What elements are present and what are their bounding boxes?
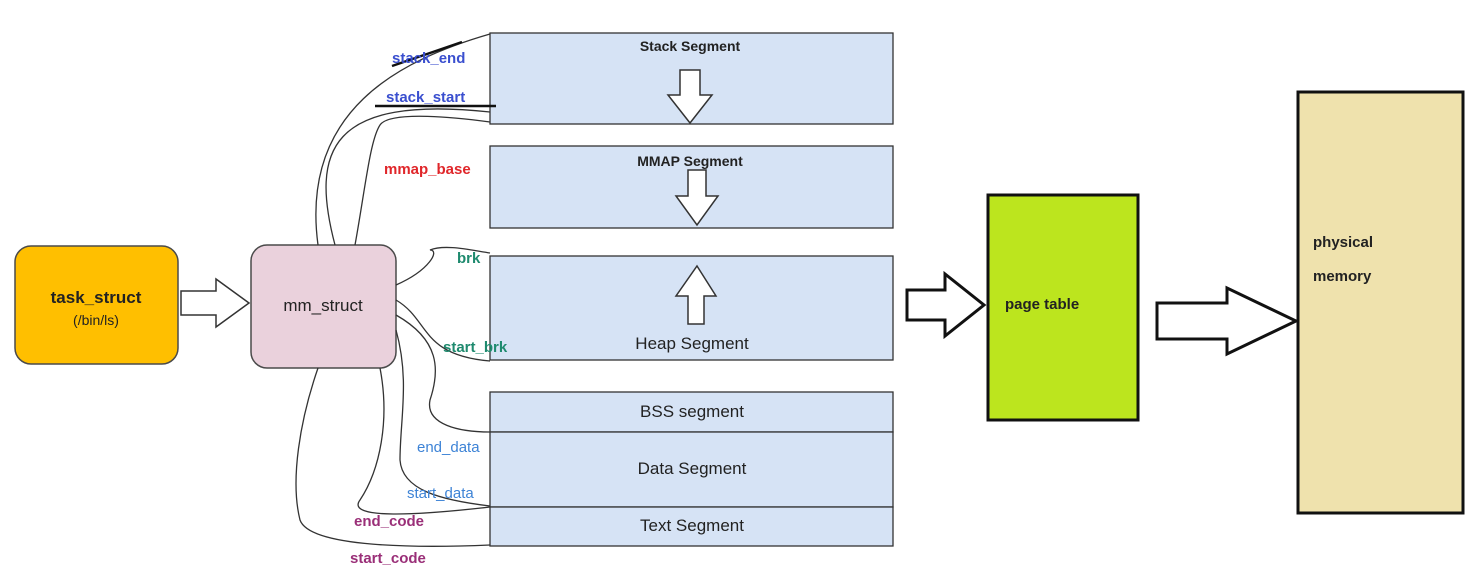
text-segment-label: Text Segment (640, 516, 744, 535)
mmap-down-arrow (674, 169, 720, 227)
connector-lines (295, 33, 491, 547)
connector-end-data (395, 314, 491, 433)
label-start-brk: start_brk (443, 339, 508, 356)
connector-mmap-base (354, 115, 491, 246)
stack-segment-label: Stack Segment (640, 38, 741, 54)
mm-struct-label: mm_struct (283, 296, 363, 315)
physical-memory-box: physical memory (1296, 90, 1465, 515)
label-start-data: start_data (407, 485, 474, 502)
label-brk: brk (457, 250, 481, 267)
data-segment-label: Data Segment (638, 459, 747, 478)
mm-struct-box: mm_struct (250, 244, 397, 369)
label-stack-start: stack_start (386, 89, 465, 106)
label-mmap-base: mmap_base (384, 161, 471, 178)
heap-segment-label: Heap Segment (635, 334, 749, 353)
connector-start-code (295, 367, 491, 547)
connector-brk (395, 246, 491, 286)
data-segment: Data Segment (489, 431, 894, 508)
label-start-code: start_code (350, 550, 426, 567)
connector-start-data (395, 329, 491, 507)
mmap-segment-label: MMAP Segment (637, 153, 743, 169)
connector-stack-start (325, 108, 491, 246)
stack-segment: Stack Segment (489, 32, 894, 125)
physical-memory-line2: memory (1313, 268, 1372, 285)
label-stack-end: stack_end (392, 50, 465, 67)
label-end-code: end_code (354, 513, 424, 530)
heap-segment: Heap Segment (489, 255, 894, 361)
arrow-segments-to-page-table (905, 270, 987, 340)
bss-segment-label: BSS segment (640, 402, 744, 421)
arrow-page-table-to-physical (1155, 285, 1300, 357)
label-end-data: end_data (417, 439, 480, 456)
bss-segment: BSS segment (489, 391, 894, 433)
text-segment: Text Segment (489, 506, 894, 547)
page-table-box: page table (986, 193, 1140, 422)
task-struct-title: task_struct (51, 288, 142, 307)
task-struct-box: task_struct (/bin/ls) (14, 245, 179, 365)
task-struct-subtitle: (/bin/ls) (73, 312, 119, 328)
connector-start-brk (395, 299, 491, 362)
connector-end-code (357, 367, 491, 515)
stack-down-arrow (666, 69, 714, 125)
arrow-task-to-mm (180, 277, 251, 329)
physical-memory-line1: physical (1313, 234, 1373, 251)
mmap-segment: MMAP Segment (489, 145, 894, 229)
heap-up-arrow (674, 264, 718, 325)
stack-end-marker (391, 40, 463, 68)
page-table-label: page table (1005, 296, 1079, 313)
